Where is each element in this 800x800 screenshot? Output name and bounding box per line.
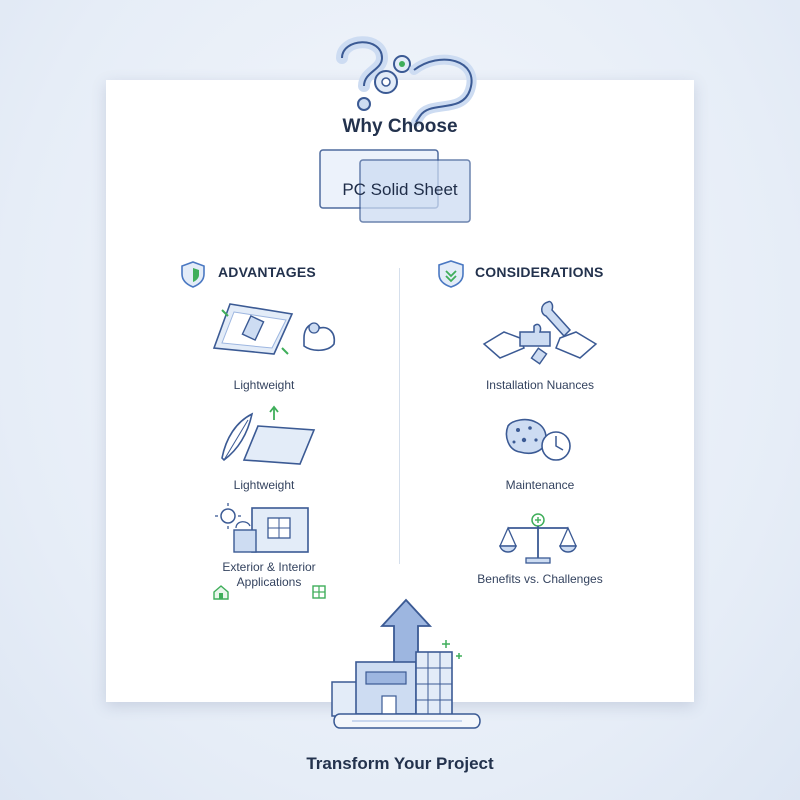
advantage-label-3: Exterior & Interior Applications xyxy=(222,560,316,589)
building-sun-icon xyxy=(215,503,309,553)
sponge-clock-icon xyxy=(505,418,571,461)
title-why-choose: Why Choose xyxy=(342,116,458,137)
consideration-label-1: Installation Nuances xyxy=(485,378,595,392)
feather-sheet-icon xyxy=(221,405,316,465)
house-icon xyxy=(213,585,229,600)
advantage-label-2: Lightweight xyxy=(233,478,295,492)
sheet-strength-icon xyxy=(212,303,336,355)
advantages-heading: ADVANTAGES xyxy=(218,264,316,280)
building-growth-icon xyxy=(331,598,481,729)
advantage-label-1: Lightweight xyxy=(233,378,295,392)
footer-title: Transform Your Project xyxy=(306,754,494,773)
shield-icon xyxy=(181,261,205,288)
balance-scale-icon xyxy=(498,513,578,564)
title-pc-solid-sheet: PC Solid Sheet xyxy=(342,180,458,199)
column-divider xyxy=(399,268,400,564)
considerations-heading: CONSIDERATIONS xyxy=(475,264,604,280)
window-icon xyxy=(312,585,326,599)
question-gears-icon xyxy=(336,36,477,127)
consideration-label-2: Maintenance xyxy=(505,478,575,492)
consideration-label-3: Benefits vs. Challenges xyxy=(477,572,603,586)
shield-check-icon xyxy=(438,260,464,288)
pc-sheet-icon xyxy=(319,149,471,223)
wrench-puzzle-icon xyxy=(482,300,598,365)
